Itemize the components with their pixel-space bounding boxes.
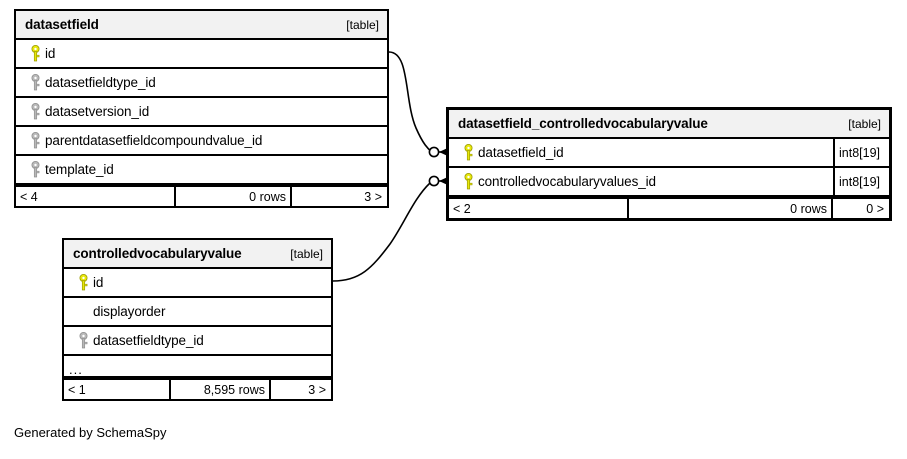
- column-cell: template_id: [16, 156, 387, 183]
- column-name: displayorder: [93, 304, 166, 319]
- column-datatype: int8[19]: [833, 168, 889, 195]
- table-title: datasetfield_controlledvocabularyvalue: [458, 116, 708, 131]
- table-title: controlledvocabularyvalue: [73, 246, 242, 261]
- table-controlledvocabularyvalue[interactable]: controlledvocabularyvalue [table] id dis…: [62, 238, 333, 401]
- footer-row-count: 8,595 rows: [169, 380, 269, 399]
- foreign-key-icon: [25, 132, 45, 149]
- column-name: id: [45, 46, 56, 61]
- table-title: datasetfield: [25, 17, 99, 32]
- table-datasetfield-controlledvocabularyvalue[interactable]: datasetfield_controlledvocabularyvalue […: [446, 107, 892, 221]
- primary-key-icon: [25, 45, 45, 62]
- foreign-key-icon: [25, 103, 45, 120]
- table-row[interactable]: parentdatasetfieldcompoundvalue_id: [16, 127, 387, 156]
- table-datasetfield[interactable]: datasetfield [table] id datasetfieldtype…: [14, 9, 389, 208]
- table-footer-datasetfield: < 4 0 rows 3 >: [16, 185, 387, 206]
- footer-prev-parents[interactable]: < 2: [453, 201, 471, 216]
- column-cell: id: [64, 269, 331, 296]
- column-name: id: [93, 275, 104, 290]
- table-row[interactable]: datasetfieldtype_id: [64, 327, 331, 356]
- column-name: datasetversion_id: [45, 104, 150, 119]
- relationship-line-datasetfield-to-join: [388, 51, 452, 158]
- footer-prev-parents[interactable]: < 1: [68, 382, 86, 397]
- column-name: controlledvocabularyvalues_id: [478, 174, 656, 189]
- column-name: datasetfield_id: [478, 145, 564, 160]
- table-header-controlledvocabularyvalue: controlledvocabularyvalue [table]: [64, 240, 331, 269]
- column-name: template_id: [45, 162, 114, 177]
- table-row[interactable]: id: [64, 269, 331, 298]
- primary-key-icon: [458, 173, 478, 190]
- more-columns-cell: ...: [64, 356, 331, 377]
- column-datatype: int8[19]: [833, 139, 889, 166]
- table-row-more[interactable]: ...: [64, 356, 331, 378]
- table-header-datasetfield: datasetfield [table]: [16, 11, 387, 40]
- table-footer-controlledvocabularyvalue: < 1 8,595 rows 3 >: [64, 378, 331, 399]
- table-type-tag: [table]: [346, 17, 379, 32]
- table-row[interactable]: datasetversion_id: [16, 98, 387, 127]
- column-cell: datasetfield_id: [449, 139, 833, 166]
- more-columns-ellipsis: ...: [69, 361, 83, 377]
- table-row[interactable]: controlledvocabularyvalues_id int8[19]: [449, 168, 889, 197]
- column-cell: id: [16, 40, 387, 67]
- foreign-key-icon: [25, 161, 45, 178]
- table-footer-join: < 2 0 rows 0 >: [449, 197, 889, 218]
- table-row[interactable]: template_id: [16, 156, 387, 185]
- column-cell: datasetfieldtype_id: [64, 327, 331, 354]
- column-name: datasetfieldtype_id: [45, 75, 156, 90]
- footer-next-children[interactable]: 0 >: [831, 199, 889, 218]
- footer-next-children[interactable]: 3 >: [290, 187, 387, 206]
- foreign-key-icon: [73, 332, 93, 349]
- column-cell: datasetfieldtype_id: [16, 69, 387, 96]
- column-cell: datasetversion_id: [16, 98, 387, 125]
- table-type-tag: [table]: [848, 116, 881, 131]
- column-cell: parentdatasetfieldcompoundvalue_id: [16, 127, 387, 154]
- footer-row-count: 0 rows: [627, 199, 831, 218]
- table-row[interactable]: id: [16, 40, 387, 69]
- table-row[interactable]: datasetfieldtype_id: [16, 69, 387, 98]
- footer-prev-parents[interactable]: < 4: [20, 189, 38, 204]
- column-name: parentdatasetfieldcompoundvalue_id: [45, 133, 263, 148]
- footer-next-children[interactable]: 3 >: [269, 380, 331, 399]
- primary-key-icon: [458, 144, 478, 161]
- footer-row-count: 0 rows: [174, 187, 290, 206]
- table-row[interactable]: datasetfield_id int8[19]: [449, 139, 889, 168]
- column-cell: displayorder: [64, 298, 331, 325]
- table-row[interactable]: displayorder: [64, 298, 331, 327]
- primary-key-icon: [73, 274, 93, 291]
- column-cell: controlledvocabularyvalues_id: [449, 168, 833, 195]
- foreign-key-icon: [25, 74, 45, 91]
- column-name: datasetfieldtype_id: [93, 333, 204, 348]
- table-type-tag: [table]: [290, 246, 323, 261]
- generated-by-caption: Generated by SchemaSpy: [14, 425, 167, 440]
- table-header-join: datasetfield_controlledvocabularyvalue […: [449, 110, 889, 139]
